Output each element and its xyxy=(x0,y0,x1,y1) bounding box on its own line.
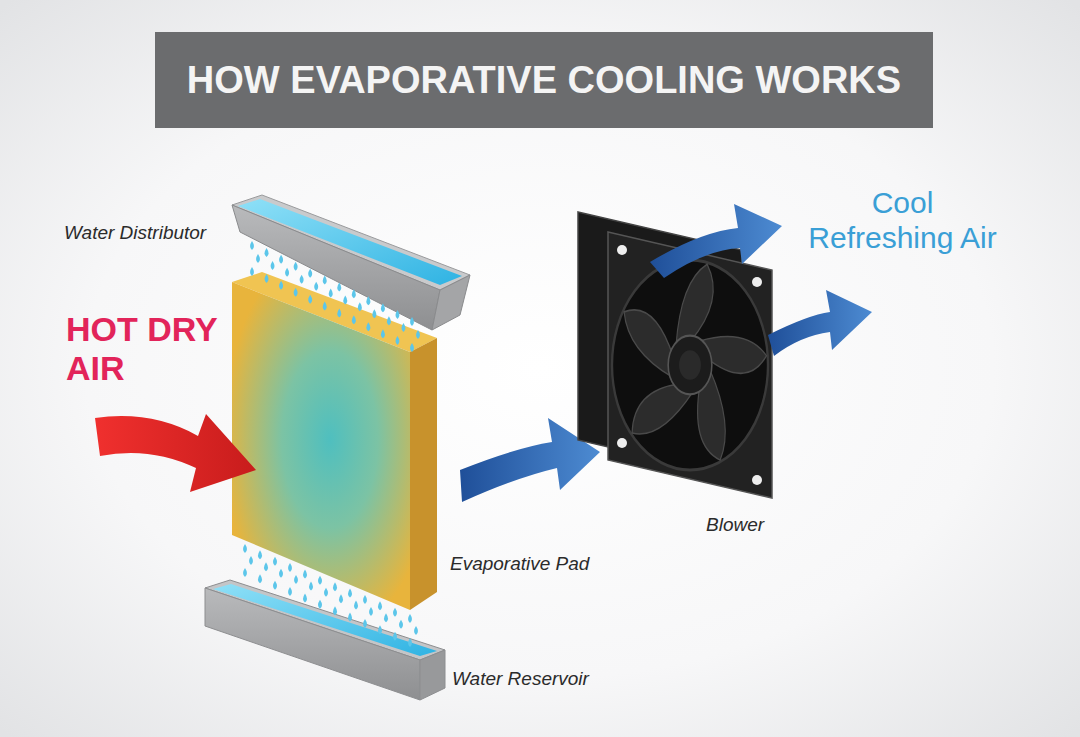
water-drop xyxy=(273,557,277,566)
water-drop xyxy=(303,593,307,602)
water-drop xyxy=(250,267,254,276)
water-drop xyxy=(343,295,347,304)
water-drop xyxy=(324,588,328,597)
water-drop xyxy=(410,343,414,352)
water-drop xyxy=(410,317,414,326)
water-drop xyxy=(358,302,362,311)
water-drop xyxy=(395,336,399,345)
water-drop xyxy=(333,606,337,615)
water-drop xyxy=(408,638,412,647)
water-drop xyxy=(372,309,376,318)
water-drop xyxy=(265,248,269,257)
part-label: Water Distributor xyxy=(64,222,206,244)
water-drop xyxy=(378,601,382,610)
water-drop xyxy=(348,613,352,622)
water-drop xyxy=(249,556,253,565)
water-drop xyxy=(399,620,403,629)
water-drop xyxy=(352,289,356,298)
water-drop xyxy=(258,550,262,559)
water-drop xyxy=(279,281,283,290)
water-drop xyxy=(300,275,304,284)
water-drop xyxy=(323,276,327,285)
water-drop xyxy=(393,632,397,641)
water-drop xyxy=(416,330,420,339)
water-drop xyxy=(273,581,277,590)
water-drop xyxy=(381,329,385,338)
water-drop xyxy=(378,625,382,634)
hot-air-arrow xyxy=(95,414,256,492)
water-drops xyxy=(243,241,420,647)
water-drop xyxy=(279,255,283,264)
water-drop xyxy=(339,594,343,603)
water-drop xyxy=(303,569,307,578)
water-reservoir xyxy=(205,580,445,700)
water-drop xyxy=(258,574,262,583)
water-drop xyxy=(323,302,327,311)
water-drop xyxy=(318,600,322,609)
title: HOW EVAPORATIVE COOLING WORKS xyxy=(187,59,901,102)
water-drop xyxy=(308,269,312,278)
water-drop xyxy=(381,303,385,312)
water-drop xyxy=(354,601,358,610)
water-drop xyxy=(309,581,313,590)
water-drop xyxy=(314,282,318,291)
water-drop xyxy=(288,587,292,596)
water-drop xyxy=(294,288,298,297)
cool-air-arrow xyxy=(768,290,872,356)
water-drop xyxy=(408,614,412,623)
water-drop xyxy=(279,569,283,578)
water-drop xyxy=(250,241,254,250)
water-drop xyxy=(363,619,367,628)
water-drop xyxy=(318,576,322,585)
water-drop xyxy=(337,308,341,317)
part-label: Water Reservoir xyxy=(452,668,589,690)
part-label: Evaporative Pad xyxy=(450,553,589,575)
water-drop xyxy=(414,626,418,635)
water-drop xyxy=(294,575,298,584)
water-drop xyxy=(366,296,370,305)
water-drop xyxy=(256,254,260,263)
water-drop xyxy=(308,295,312,304)
water-drop xyxy=(294,262,298,271)
water-drop xyxy=(395,310,399,319)
water-drop xyxy=(243,544,247,553)
water-drop xyxy=(387,316,391,325)
water-drop xyxy=(329,289,333,298)
water-drop xyxy=(265,274,269,283)
cool-air-arrow xyxy=(650,204,782,278)
title-banner: HOW EVAPORATIVE COOLING WORKS xyxy=(155,32,933,128)
water-drop xyxy=(369,607,373,616)
water-drop xyxy=(333,582,337,591)
water-drop xyxy=(393,608,397,617)
water-drop xyxy=(401,323,405,332)
water-drop xyxy=(348,589,352,598)
water-drop xyxy=(243,568,247,577)
water-drop xyxy=(384,613,388,622)
water-drop xyxy=(271,261,275,270)
water-drop xyxy=(285,268,289,277)
water-drop xyxy=(363,595,367,604)
water-drop xyxy=(352,315,356,324)
air-label: Cool Refreshing Air xyxy=(800,186,1005,255)
evaporative-pad xyxy=(232,272,437,610)
part-label: Blower xyxy=(706,514,764,536)
water-drop xyxy=(288,563,292,572)
air-label: HOT DRY AIR xyxy=(66,310,256,388)
water-drop xyxy=(337,282,341,291)
water-drop xyxy=(264,562,268,571)
water-drop xyxy=(366,322,370,331)
